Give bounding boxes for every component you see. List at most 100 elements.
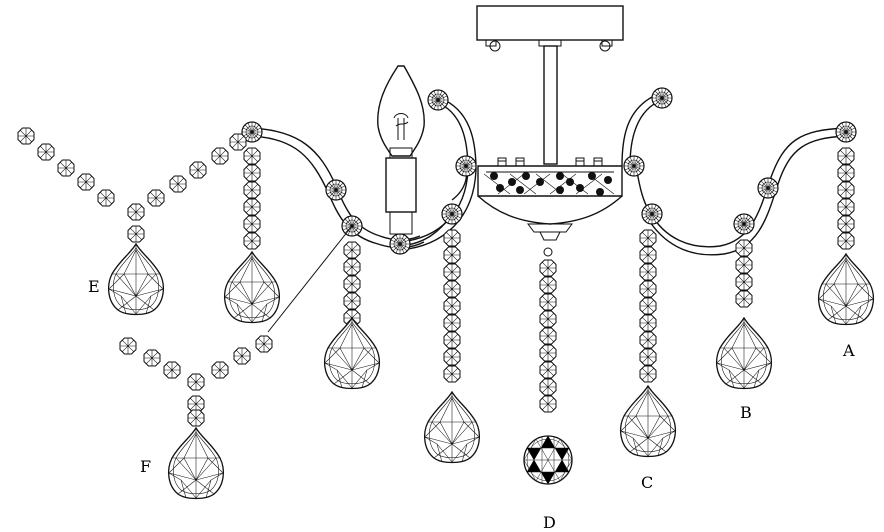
- label-f: F: [140, 457, 151, 476]
- bead: [539, 378, 557, 396]
- bead: [539, 276, 557, 294]
- bead: [147, 189, 165, 207]
- bead: [837, 215, 855, 233]
- label-e: E: [88, 277, 100, 296]
- bead: [343, 258, 361, 276]
- bead: [243, 215, 261, 233]
- bead: [343, 241, 361, 259]
- ceiling-canopy: [476, 5, 624, 52]
- central-stem: [538, 39, 562, 165]
- bead: [243, 164, 261, 182]
- label-b: B: [740, 403, 752, 422]
- bead: [187, 373, 205, 391]
- bead: [837, 181, 855, 199]
- body-dot: [522, 172, 530, 180]
- bead: [37, 143, 55, 161]
- bead: [57, 159, 75, 177]
- leader-line: [267, 225, 353, 333]
- bead: [539, 259, 557, 277]
- bead: [443, 246, 461, 264]
- crystal-pendant: [817, 253, 875, 326]
- bead: [233, 347, 251, 365]
- crystal-pendant: [107, 243, 165, 316]
- bead: [639, 331, 657, 349]
- ball-hook: [543, 247, 553, 257]
- crystal-pendant: [223, 251, 281, 324]
- body-lattice: [483, 173, 615, 195]
- body-dot: [588, 172, 596, 180]
- bead: [837, 147, 855, 165]
- body-dot: [516, 186, 524, 194]
- bead: [97, 189, 115, 207]
- crystal-pendant: [167, 427, 225, 500]
- crystal-pendants: [107, 243, 875, 500]
- bead: [443, 348, 461, 366]
- bead: [639, 263, 657, 281]
- crystal-ball: [523, 435, 573, 485]
- bead: [539, 293, 557, 311]
- bead: [539, 395, 557, 413]
- central-body: [477, 157, 623, 241]
- bead: [639, 314, 657, 332]
- crystal-pendant: [619, 385, 677, 458]
- bead: [639, 297, 657, 315]
- bead: [17, 127, 35, 145]
- right-arm: [621, 93, 847, 256]
- crystal-pendant: [715, 317, 773, 390]
- bead: [735, 273, 753, 291]
- candle-with-bulb: [377, 65, 425, 235]
- label-c: C: [641, 473, 653, 492]
- bead: [443, 331, 461, 349]
- body-dot: [596, 188, 604, 196]
- bead: [539, 344, 557, 362]
- bead: [119, 337, 137, 355]
- bead: [443, 314, 461, 332]
- body-dot: [604, 176, 612, 184]
- bead: [189, 161, 207, 179]
- bead: [211, 361, 229, 379]
- bead: [639, 246, 657, 264]
- bead: [539, 327, 557, 345]
- bead: [735, 290, 753, 308]
- bead: [211, 147, 229, 165]
- bead: [243, 198, 261, 216]
- bead: [539, 361, 557, 379]
- bead: [77, 173, 95, 191]
- bead: [255, 335, 273, 353]
- bead: [229, 133, 247, 151]
- bead: [187, 409, 205, 427]
- body-dot: [508, 178, 516, 186]
- bead: [837, 198, 855, 216]
- bead: [837, 164, 855, 182]
- bead: [735, 256, 753, 274]
- body-dot: [496, 184, 504, 192]
- bead: [163, 361, 181, 379]
- bead: [539, 310, 557, 328]
- arm-rosettes: [241, 87, 857, 255]
- crystal-pendant: [323, 317, 381, 390]
- bead: [837, 232, 855, 250]
- bead: [639, 280, 657, 298]
- bead: [639, 365, 657, 383]
- bead: [443, 229, 461, 247]
- body-dot: [556, 172, 564, 180]
- bead: [243, 181, 261, 199]
- crystal-pendant: [423, 391, 481, 464]
- bead: [735, 239, 753, 257]
- bead: [639, 229, 657, 247]
- bead: [443, 263, 461, 281]
- bead: [343, 275, 361, 293]
- bead: [127, 203, 145, 221]
- bead: [443, 280, 461, 298]
- bead: [143, 349, 161, 367]
- bead: [169, 175, 187, 193]
- label-a: A: [842, 341, 855, 360]
- bead: [243, 147, 261, 165]
- label-d: D: [543, 513, 556, 532]
- bead: [443, 365, 461, 383]
- bead: [343, 292, 361, 310]
- bead: [443, 297, 461, 315]
- bead: [127, 225, 145, 243]
- bead: [243, 232, 261, 250]
